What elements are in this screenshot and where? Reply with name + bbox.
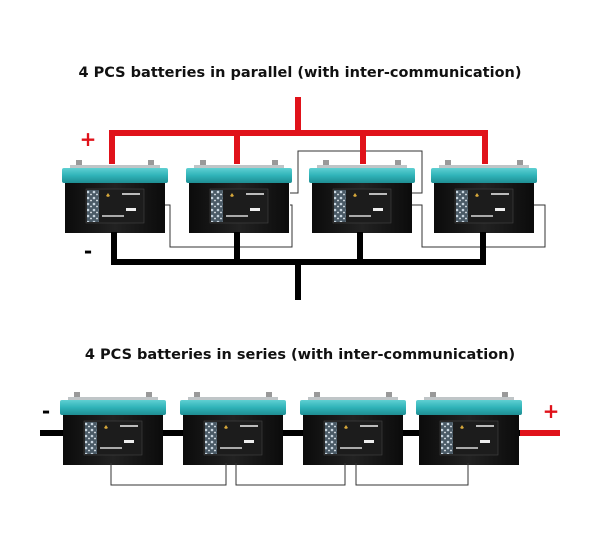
series-battery-1	[59, 391, 167, 466]
parallel-battery-4	[430, 159, 538, 234]
parallel-minus-sign: -	[84, 239, 92, 263]
series-minus-sign: -	[42, 399, 50, 423]
series-comm-wires	[110, 463, 469, 486]
series-battery-4	[415, 391, 523, 466]
parallel-battery-1	[61, 159, 169, 234]
parallel-battery-2	[185, 159, 293, 234]
parallel-negative-bus	[111, 232, 486, 300]
parallel-plus-sign: +	[80, 127, 97, 151]
parallel-positive-bus	[109, 97, 488, 164]
series-title: 4 PCS batteries in series (with inter-co…	[85, 347, 515, 363]
series-plus-sign: +	[543, 399, 560, 423]
series-battery-2	[179, 391, 287, 466]
parallel-battery-3	[308, 159, 416, 234]
parallel-title: 4 PCS batteries in parallel (with inter-…	[78, 65, 521, 81]
series-battery-3	[299, 391, 407, 466]
